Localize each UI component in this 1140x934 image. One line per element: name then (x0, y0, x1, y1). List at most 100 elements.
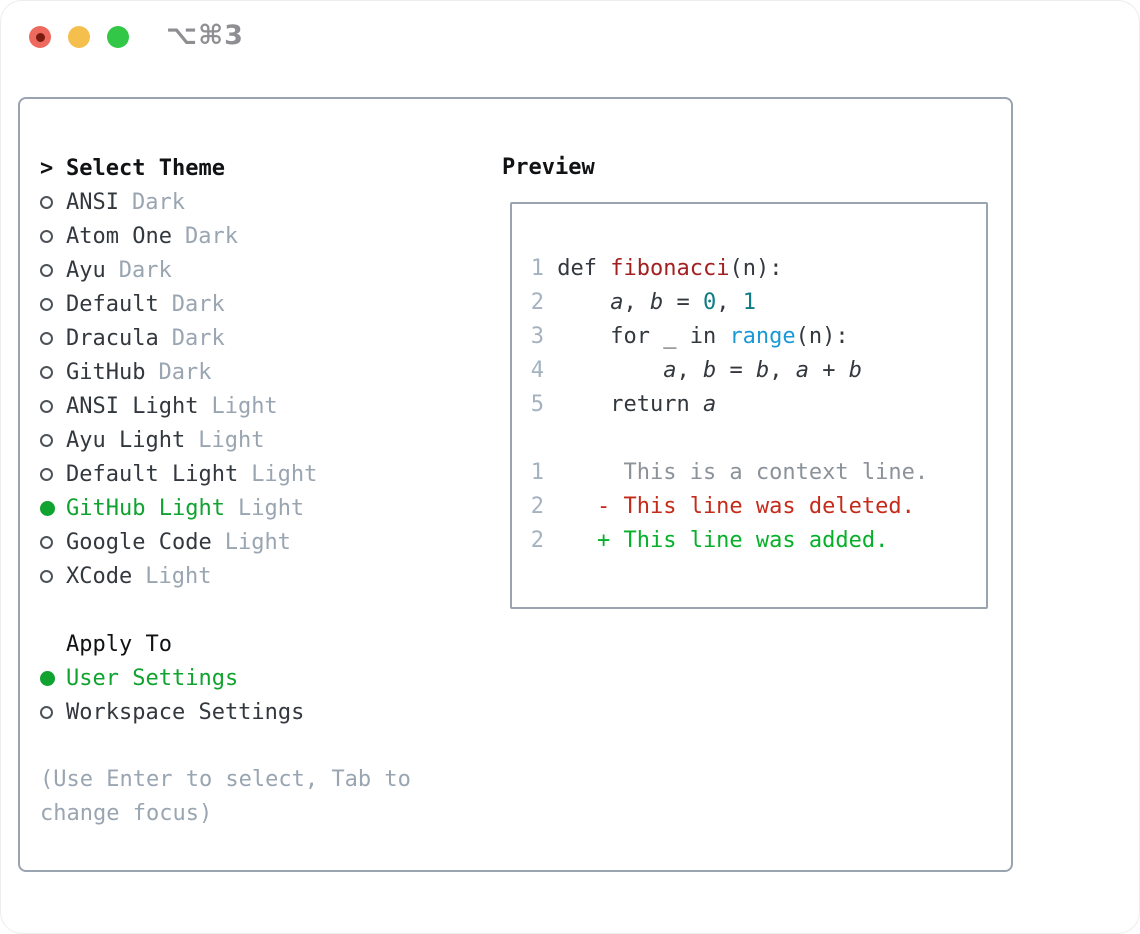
token: def (544, 256, 611, 281)
keyboard-hint-line-1: (Use Enter to select, Tab to (40, 767, 411, 792)
token: b (755, 358, 770, 383)
token: return (544, 392, 703, 417)
theme-item[interactable]: Default Dark (40, 287, 490, 321)
line-number: 5 (530, 392, 544, 417)
line-number: 2 (530, 290, 544, 315)
theme-item-label: Default Light (66, 461, 239, 487)
token: b (649, 290, 664, 315)
apply-item-label: Workspace Settings (66, 699, 305, 725)
code-line: 2 a, b = 0, 1 (530, 286, 986, 320)
radio-icon (40, 365, 66, 379)
titlebar: ⌥⌘3 (0, 0, 1140, 74)
theme-item-label: ANSI Light (66, 393, 199, 419)
radio-icon (40, 535, 66, 549)
diff-line-content: + This line was added. (544, 524, 888, 558)
radio-circle (40, 331, 53, 345)
line-number: 2 (530, 528, 544, 553)
keyboard-hint-line-2: change focus) (40, 801, 213, 826)
radio-circle (40, 535, 53, 549)
radio-icon (40, 705, 66, 719)
token: , (623, 290, 650, 315)
token: This is a context line. (544, 460, 929, 485)
theme-item-label: Google Code (66, 529, 212, 555)
radio-icon (40, 467, 66, 481)
radio-circle (40, 705, 53, 719)
theme-item-label: Dracula (66, 325, 159, 351)
theme-item-label: ANSI (66, 189, 119, 215)
token: + (808, 358, 849, 383)
diff-line-content: This is a context line. (544, 456, 928, 490)
radio-circle (40, 297, 53, 311)
apply-to-heading-label: Apply To (66, 631, 172, 657)
theme-item-label: Default (66, 291, 159, 317)
token: , (716, 290, 743, 315)
token (544, 290, 610, 315)
theme-item-label: XCode (66, 563, 133, 589)
cursor-indicator: > (40, 155, 54, 181)
code-line: 1 def fibonacci(n): (530, 252, 986, 286)
radio-circle (40, 569, 53, 583)
token: (n): (795, 324, 849, 349)
radio-circle (40, 365, 53, 379)
radio-circle (40, 195, 53, 209)
radio-circle (40, 500, 55, 516)
minimize-button[interactable] (68, 26, 90, 48)
code-line-content: return a (544, 388, 716, 422)
token: a (795, 358, 809, 383)
token: = (716, 358, 756, 383)
theme-item-variant: Dark (184, 223, 238, 249)
radio-icon (40, 331, 66, 345)
radio-icon (40, 229, 66, 243)
close-button[interactable] (29, 26, 51, 48)
apply-item[interactable]: Workspace Settings (40, 695, 490, 729)
theme-item-variant: Light (224, 529, 291, 555)
apply-item[interactable]: User Settings (40, 661, 490, 695)
radio-icon (40, 399, 66, 413)
spacer (40, 593, 490, 627)
radio-circle (40, 467, 53, 481)
radio-circle (40, 670, 55, 686)
diff-line: 1 This is a context line. (530, 456, 986, 490)
diff-line-content: - This line was deleted. (544, 490, 915, 524)
diff-line: 2 - This line was deleted. (530, 490, 986, 524)
theme-item-variant: Dark (171, 291, 225, 317)
radio-icon (40, 263, 66, 277)
theme-item[interactable]: Dracula Dark (40, 321, 490, 355)
radio-circle (40, 433, 53, 447)
theme-item[interactable]: Google Code Light (40, 525, 490, 559)
window-title: ⌥⌘3 (166, 20, 244, 51)
theme-item[interactable]: Atom One Dark (40, 219, 490, 253)
theme-item-variant: Dark (171, 325, 225, 351)
code-line-content: a, b = 0, 1 (544, 286, 756, 320)
token: for _ in (544, 324, 730, 349)
theme-item[interactable]: ANSI Light Light (40, 389, 490, 423)
radio-selected-icon (40, 500, 66, 516)
diff-line: 2 + This line was added. (530, 524, 986, 558)
radio-circle (40, 263, 53, 277)
token: 1 (742, 290, 756, 315)
select-theme-heading: > Select Theme (40, 151, 490, 185)
apply-to-heading: Apply To (40, 627, 490, 661)
token: a (663, 358, 677, 383)
radio-icon (40, 195, 66, 209)
theme-item-label: Atom One (66, 223, 172, 249)
radio-icon (40, 297, 66, 311)
code-line: 4 a, b = b, a + b (530, 354, 986, 388)
line-number: 4 (530, 358, 544, 383)
theme-item-variant: Light (198, 427, 265, 453)
radio-selected-icon (40, 670, 66, 686)
theme-item-label: GitHub (66, 359, 146, 385)
theme-item-variant: Light (211, 393, 278, 419)
zoom-button[interactable] (107, 26, 129, 48)
